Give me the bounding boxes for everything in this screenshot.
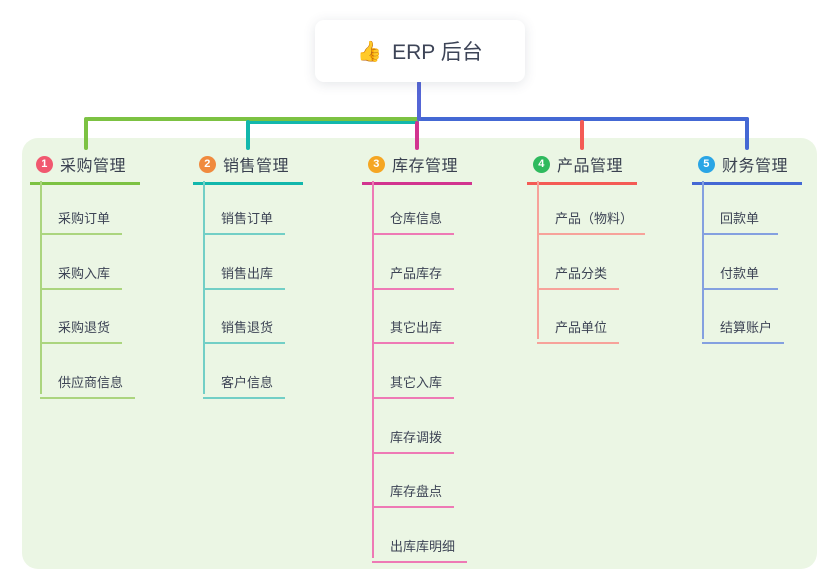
branch-children-list: 回款单付款单结算账户 — [692, 185, 802, 345]
child-node[interactable]: 产品单位 — [537, 290, 620, 345]
child-node-label: 回款单 — [720, 211, 760, 226]
bus-line-branch-1 — [86, 117, 421, 121]
branch-spine-line — [372, 181, 374, 559]
root-stem-line — [417, 81, 421, 121]
child-node[interactable]: 库存调拨 — [372, 399, 455, 454]
branch-column-4: 4 产品管理 产品（物料） 产品分类产品单位 — [527, 150, 646, 345]
drop-line-branch-3 — [415, 121, 419, 150]
child-node-label: 付款单 — [720, 265, 760, 281]
branch-children-list: 仓库信息产品库存其它出库其它入库库存调拨库存盘点出库库明细 — [362, 185, 472, 564]
branch-head[interactable]: 4 产品管理 — [527, 150, 638, 185]
branch-head-label: 财务管理 — [722, 158, 789, 175]
child-node-label: 出库库明细 — [390, 539, 456, 555]
child-node[interactable]: 仓库信息 — [372, 185, 455, 235]
branch-children-list: 销售订单销售出库销售退货客户信息 — [193, 185, 303, 400]
branches-panel — [22, 138, 817, 569]
branch-head-label: 销售管理 — [223, 158, 290, 175]
branch-spine-line — [702, 181, 704, 340]
child-node[interactable]: 库存盘点 — [372, 454, 455, 509]
child-node-label: 产品库存 — [390, 265, 443, 281]
branch-column-2: 2 销售管理 销售订单销售出库销售退货客户信息 — [193, 150, 304, 400]
child-node[interactable]: 采购入库 — [40, 235, 123, 290]
child-node-label: 采购退货 — [58, 320, 111, 336]
child-node-label: 产品单位 — [555, 320, 608, 336]
drop-line-branch-4 — [580, 120, 584, 150]
child-node[interactable]: 销售出库 — [203, 235, 286, 290]
child-node[interactable]: 客户信息 — [203, 344, 286, 400]
child-node-label: 其它出库 — [390, 320, 443, 336]
branch-spine-line — [537, 181, 539, 340]
drop-line-branch-2 — [246, 120, 250, 150]
branch-spine-line — [203, 181, 205, 395]
branch-children-list: 采购订单采购入库采购退货供应商信息 — [30, 185, 140, 400]
child-node-label: 结算账户 — [720, 320, 773, 336]
branch-column-5: 5 财务管理 回款单付款单结算账户 — [692, 150, 803, 345]
child-node-label: 销售出库 — [221, 265, 274, 281]
child-node-label: 供应商信息 — [58, 375, 124, 391]
child-node[interactable]: 付款单 — [702, 235, 778, 290]
branch-head-label: 产品管理 — [557, 158, 624, 175]
child-node[interactable]: 结算账户 — [702, 290, 785, 345]
branch-number-badge: 5 — [698, 155, 715, 173]
drop-line-branch-1 — [84, 117, 88, 150]
branch-number-badge: 3 — [368, 155, 385, 173]
child-node[interactable]: 销售订单 — [203, 185, 286, 235]
child-node[interactable]: 采购退货 — [40, 290, 123, 345]
branch-column-3: 3 库存管理 仓库信息产品库存其它出库其它入库库存调拨库存盘点出库库明细 — [362, 150, 473, 564]
child-node-label: 销售订单 — [221, 211, 274, 226]
child-node[interactable]: 其它出库 — [372, 290, 455, 345]
child-node-label: 其它入库 — [390, 375, 443, 391]
child-node-label: 库存盘点 — [390, 484, 443, 500]
child-node[interactable]: 产品库存 — [372, 235, 455, 290]
child-node-label: 客户信息 — [221, 375, 274, 391]
child-node[interactable]: 供应商信息 — [40, 344, 136, 400]
branch-head[interactable]: 2 销售管理 — [193, 150, 304, 185]
child-node-label: 库存调拨 — [390, 429, 443, 445]
child-node-label: 仓库信息 — [390, 211, 443, 226]
drop-line-branch-5 — [745, 117, 749, 150]
child-node-label: 销售退货 — [221, 320, 274, 336]
branch-children-list: 产品（物料） 产品分类产品单位 — [527, 185, 646, 345]
bus-line-branch-5 — [417, 117, 749, 121]
root-node[interactable]: 👍 ERP 后台 — [315, 20, 525, 82]
branch-spine-line — [40, 181, 42, 395]
child-node[interactable]: 产品（物料） — [537, 185, 646, 235]
child-node[interactable]: 其它入库 — [372, 344, 455, 400]
bus-line-branch-2 — [248, 120, 419, 124]
branch-head[interactable]: 1 采购管理 — [30, 150, 141, 185]
branch-number-badge: 4 — [533, 155, 550, 173]
branch-head[interactable]: 5 财务管理 — [692, 150, 803, 185]
branch-column-1: 1 采购管理 采购订单采购入库采购退货供应商信息 — [30, 150, 141, 400]
branch-head-label: 采购管理 — [60, 158, 127, 175]
child-node-label: 采购订单 — [58, 211, 111, 226]
child-node-label: 产品分类 — [555, 265, 608, 281]
branch-head-label: 库存管理 — [392, 158, 459, 175]
child-node-label: 采购入库 — [58, 265, 111, 281]
branch-head[interactable]: 3 库存管理 — [362, 150, 473, 185]
child-node[interactable]: 销售退货 — [203, 290, 286, 345]
branch-number-badge: 2 — [199, 155, 216, 173]
child-node[interactable]: 采购订单 — [40, 185, 123, 235]
child-node[interactable]: 回款单 — [702, 185, 778, 235]
root-node-label: ERP 后台 — [392, 41, 483, 64]
thumbs-up-icon: 👍 — [357, 40, 383, 63]
child-node[interactable]: 出库库明细 — [372, 508, 468, 564]
child-node-label: 产品（物料） — [555, 211, 634, 226]
branch-number-badge: 1 — [36, 155, 53, 173]
child-node[interactable]: 产品分类 — [537, 235, 620, 290]
